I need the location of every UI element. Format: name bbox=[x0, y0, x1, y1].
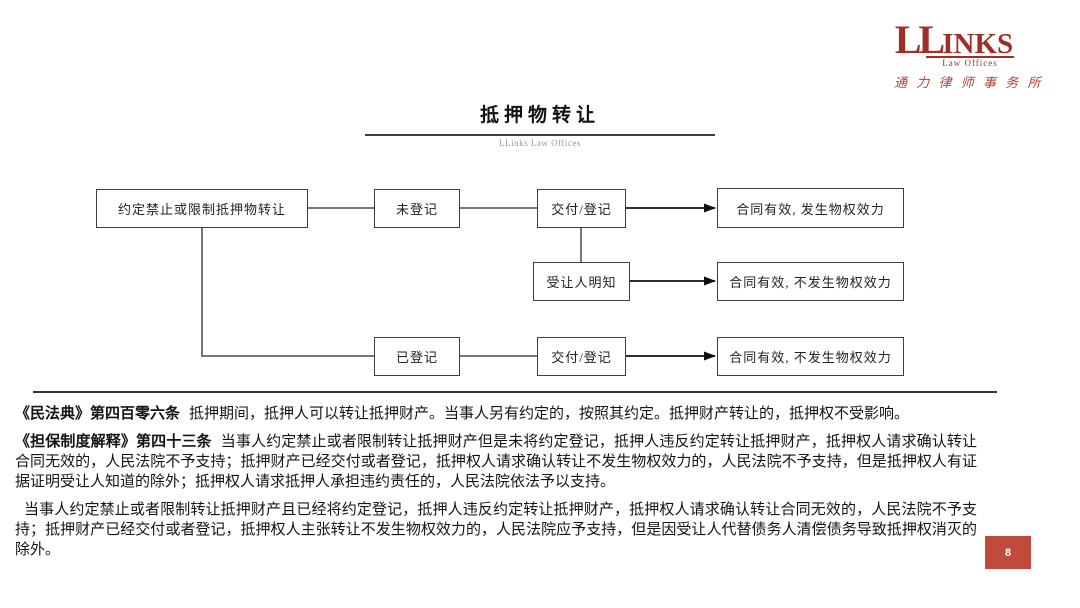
logo-inks-letters: INKS bbox=[942, 28, 1014, 60]
logo-chinese-name: 通 力 律 师 事 务 所 bbox=[894, 75, 1044, 90]
flow-node-not-registered: 未登记 bbox=[374, 189, 460, 228]
flow-node-contract-valid-effective: 合同有效, 发生物权效力 bbox=[717, 188, 904, 228]
flow-node-registered: 已登记 bbox=[374, 337, 460, 376]
title-underline bbox=[365, 134, 715, 136]
flow-node-contract-valid-no-effect-mid: 合同有效, 不发生物权效力 bbox=[717, 262, 904, 301]
statute-ref-guarantee-interpretation: 《担保制度解释》第四十三条 bbox=[15, 434, 212, 450]
legal-paragraph-guarantee-interpretation: 《担保制度解释》第四十三条当事人约定禁止或者限制转让抵押财产但是未将约定登记，抵… bbox=[15, 432, 977, 492]
statute-ref-civil-code: 《民法典》第四百零六条 bbox=[15, 406, 181, 422]
llinks-logo-wordmark: LLINKS Law Offices bbox=[894, 20, 1014, 68]
legal-paragraph-civil-code: 《民法典》第四百零六条抵押期间，抵押人可以转让抵押财产。当事人另有约定的，按照其… bbox=[15, 404, 977, 424]
llinks-logo: LLINKS Law Offices 通 力 律 师 事 务 所 bbox=[894, 20, 1044, 91]
statute-body-guarantee-interpretation: 当事人约定禁止或者限制转让抵押财产但是未将约定登记，抵押人违反约定转让抵押财产，… bbox=[15, 434, 977, 490]
page-number-badge: 8 bbox=[985, 536, 1031, 569]
title-block: 抵押物转让 LLinks Law Offices bbox=[0, 100, 1080, 148]
logo-ll-letters: LL bbox=[894, 17, 945, 62]
legal-paragraph-continuation: 当事人约定禁止或者限制转让抵押财产且已经将约定登记，抵押人违反约定转让抵押财产，… bbox=[15, 500, 977, 560]
flow-node-contract-valid-no-effect-bottom: 合同有效, 不发生物权效力 bbox=[717, 337, 904, 376]
page-title: 抵押物转让 bbox=[479, 105, 600, 126]
flow-node-delivery-registration-top: 交付/登记 bbox=[537, 189, 626, 228]
flow-node-agreed-restriction: 约定禁止或限制抵押物转让 bbox=[96, 189, 308, 228]
flow-node-delivery-registration-bottom: 交付/登记 bbox=[537, 337, 626, 376]
flow-node-transferee-knew: 受让人明知 bbox=[533, 262, 630, 301]
statute-body-continuation: 当事人约定禁止或者限制转让抵押财产且已经将约定登记，抵押人违反约定转让抵押财产，… bbox=[15, 502, 977, 558]
title-caption: LLinks Law Offices bbox=[499, 138, 581, 148]
legal-text-block: 《民法典》第四百零六条抵押期间，抵押人可以转让抵押财产。当事人另有约定的，按照其… bbox=[15, 404, 977, 560]
section-divider bbox=[33, 391, 997, 393]
statute-body-civil-code: 抵押期间，抵押人可以转让抵押财产。当事人另有约定的，按照其约定。抵押财产转让的，… bbox=[189, 406, 910, 422]
logo-law-offices-label: Law Offices bbox=[926, 56, 1014, 68]
